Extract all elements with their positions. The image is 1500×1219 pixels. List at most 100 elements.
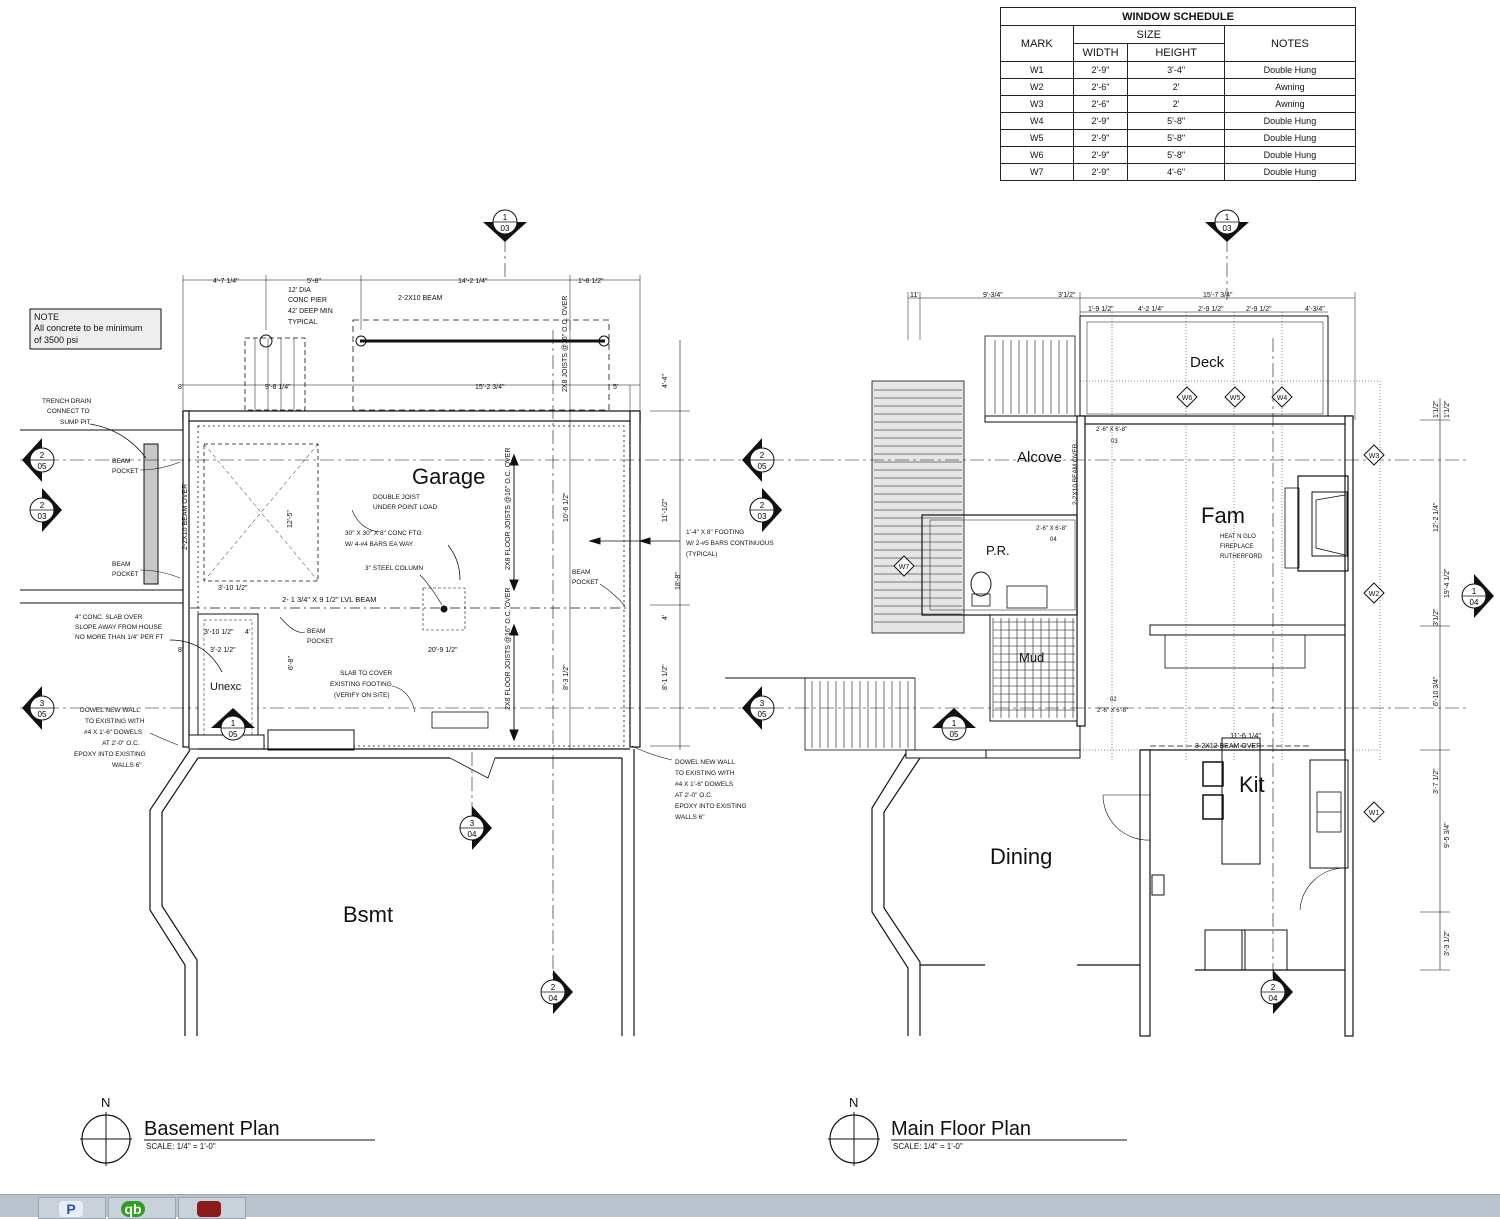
fireplace-label: FIREPLACE — [1220, 544, 1253, 550]
dim-label: 1'-9 1/2" — [1088, 306, 1114, 313]
dowel-label: AT 2'-0" O.C. — [102, 740, 140, 747]
beam-top-label: 2-2X10 BEAM — [398, 295, 443, 302]
cell-notes: Awning — [1223, 95, 1357, 113]
window-tag: W7 — [893, 555, 915, 577]
col-mark: MARK — [1000, 25, 1074, 62]
dim-label: 18'-8" — [675, 572, 682, 590]
double-joist-label: UNDER POINT LOAD — [373, 504, 437, 511]
note-title: NOTE — [34, 312, 59, 322]
section-marker: 203 — [29, 488, 62, 532]
dowel-label: DOWEL NEW WALL — [80, 707, 140, 714]
window-tag-label: W7 — [899, 564, 910, 571]
cell-height: 2' — [1127, 78, 1225, 96]
section-marker: 103 — [1205, 209, 1249, 242]
cell-width: 2'-6" — [1072, 78, 1129, 96]
dim-label: 8' — [178, 384, 183, 391]
dim-label: 5'-8" — [307, 278, 321, 285]
section-sheet: 05 — [758, 710, 767, 719]
window-tag-label: W5 — [1230, 395, 1241, 402]
dim-label: 20'-9 1/2" — [428, 647, 458, 654]
cell-width: 2'-9" — [1072, 146, 1129, 164]
window-tag: W3 — [1363, 444, 1385, 466]
pier-label: CONC PIER — [288, 297, 327, 304]
dowel-label: #4 X 1'-6" DOWELS — [84, 729, 143, 736]
main-floor-plan — [504, 238, 1470, 1166]
cell-notes: Double Hung — [1223, 129, 1357, 147]
section-number: 2 — [760, 451, 765, 460]
section-number: 2 — [40, 451, 45, 460]
cell-height: 5'-8" — [1127, 129, 1225, 147]
section-marker: 304 — [459, 806, 492, 850]
joists-label: 2X8 FLOOR JOISTS @16" O.C. OVER — [505, 448, 512, 570]
section-sheet: 03 — [501, 224, 510, 233]
trench-label: TRENCH DRAIN — [42, 398, 91, 405]
room-pr: P.R. — [986, 543, 1010, 558]
dim-label: 4' — [245, 629, 250, 636]
slab-cover-label: (VERIFY ON SITE) — [334, 692, 390, 699]
section-marker: 305 — [742, 686, 775, 730]
fireplace-label: HEAT N GLO — [1220, 534, 1256, 540]
note-line-1: All concrete to be minimum — [34, 323, 143, 333]
col-notes: NOTES — [1223, 25, 1357, 62]
door-label: 2'-6" X 6'-8" — [1036, 526, 1067, 532]
door-label: 04 — [1050, 537, 1057, 543]
section-number: 1 — [1472, 587, 1477, 596]
dim-label: 3'-7 1/2" — [1433, 768, 1440, 794]
section-number: 2 — [40, 501, 45, 510]
dim-label: 9'-3/4" — [983, 292, 1003, 299]
dim-label: 11' — [910, 292, 919, 299]
footing-label: 1'-4" X 8" FOOTING — [686, 529, 744, 536]
section-sheet: 04 — [1269, 994, 1278, 1003]
slab-cover-label: SLAB TO COVER — [340, 670, 392, 677]
dim-label: 6'-8" — [288, 656, 295, 670]
window-tag: W1 — [1363, 801, 1385, 823]
section-marker: 104 — [1461, 574, 1494, 618]
dowel-label: WALLS 6" — [112, 762, 142, 769]
beam-over-label: 2-2X10 BEAM OVER — [1072, 443, 1079, 505]
section-number: 3 — [470, 819, 475, 828]
room-deck: Deck — [1190, 354, 1225, 371]
section-sheet: 03 — [38, 512, 47, 521]
dim-label: 4' — [662, 615, 669, 620]
beam-pocket-label: POCKET — [572, 579, 599, 586]
room-garage: Garage — [412, 464, 485, 489]
beam-over-label: 3-2X12 BEAM OVER — [1195, 743, 1261, 750]
dim-label: 15'-2 3/4" — [475, 384, 505, 391]
window-tag: W5 — [1224, 386, 1246, 408]
drawing-sheet: 1032052032033051053042041032052033051051… — [20, 209, 1494, 1166]
dim-label: 8' — [178, 647, 183, 654]
main-plan-title: Main Floor Plan — [891, 1118, 1031, 1140]
beam-pocket-label: BEAM — [572, 569, 590, 576]
cell-width: 2'-9" — [1072, 61, 1129, 79]
section-number: 2 — [760, 501, 765, 510]
dim-label: 3'1/2" — [1433, 608, 1440, 626]
beam-pocket-label: BEAM — [307, 628, 325, 635]
beam-pocket-label: POCKET — [112, 571, 139, 578]
joists-label: 2X8 JOISTS @16" O.C. OVER — [562, 296, 569, 392]
cell-notes: Double Hung — [1223, 163, 1357, 181]
dim-label: 10'-6 1/2" — [563, 492, 570, 522]
cell-width: 2'-9" — [1072, 163, 1129, 181]
dim-label: 4'-4" — [662, 374, 669, 388]
room-mud: Mud — [1019, 650, 1044, 665]
dim-label: 3'-3 1/2" — [1444, 930, 1451, 956]
dim-label: 1'-8 1/2" — [578, 278, 604, 285]
dowel-label: AT 2'-0" O.C. — [675, 792, 713, 799]
slab-label: 4" CONC. SLAB OVER — [75, 614, 143, 621]
cell-mark: W4 — [1000, 112, 1074, 130]
cell-notes: Double Hung — [1223, 146, 1357, 164]
dim-label: 12'-5" — [287, 510, 294, 528]
section-number: 1 — [1225, 213, 1230, 222]
section-sheet: 04 — [549, 994, 558, 1003]
room-alcove: Alcove — [1017, 449, 1062, 466]
section-marker: 205 — [22, 438, 55, 482]
taskbar-button-pdf[interactable] — [178, 1197, 246, 1219]
cell-notes: Awning — [1223, 78, 1357, 96]
dowel-label: DOWEL NEW WALL — [675, 759, 735, 766]
cell-width: 2'-9" — [1072, 129, 1129, 147]
col-height: HEIGHT — [1127, 43, 1225, 62]
section-number: 2 — [551, 983, 556, 992]
section-marker: 204 — [540, 970, 573, 1014]
